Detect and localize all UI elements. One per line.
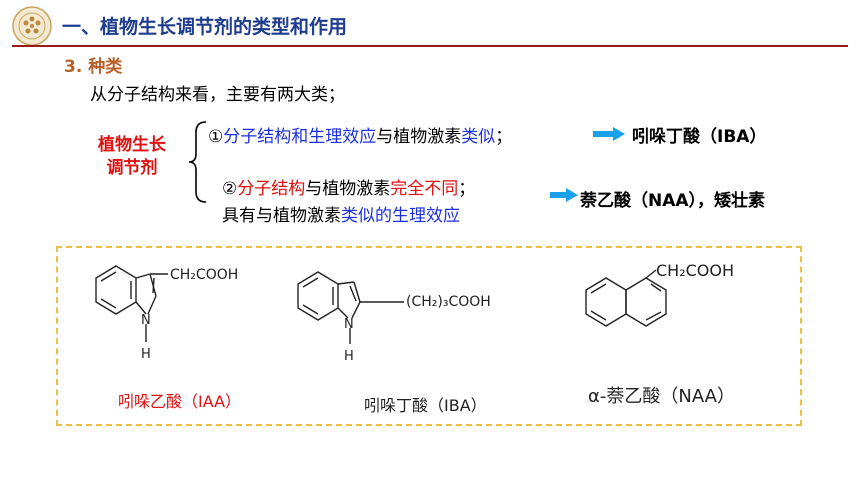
category-line2: 调节剂 (106, 158, 158, 178)
type2-line2-part2: 类似的生理效应 (341, 206, 460, 226)
type2-example: 萘乙酸（NAA），矮壮素 (580, 191, 766, 211)
type1-description: ①分子结构和生理效应与植物激素类似； (208, 122, 512, 147)
category-label: 植物生长 调节剂 (84, 134, 180, 180)
header-divider (12, 45, 848, 47)
emblem-logo (12, 6, 52, 46)
iaa-caption: 吲哚乙酸（IAA） (118, 392, 242, 411)
naa-substituent: CH₂COOH (656, 261, 734, 280)
iba-structure: (CH₂)₃COOH N H (297, 271, 491, 364)
type2-number: ② (222, 179, 238, 199)
naa-structure: CH₂COOH (585, 261, 734, 327)
section-title: 3. 种类 (64, 57, 123, 77)
type1-part2: 与植物激素 (376, 127, 462, 147)
category-line1: 植物生长 (98, 135, 166, 155)
iaa-nitrogen: N (141, 313, 151, 328)
page-title: 一、植物生长调节剂的类型和作用 (62, 16, 348, 38)
type2-description-line2: 具有与植物激素类似的生理效应 (222, 201, 460, 226)
iaa-substituent: CH₂COOH (170, 267, 238, 283)
type1-part4: ； (495, 127, 513, 147)
iba-caption: 吲哚丁酸（IBA） (364, 396, 487, 415)
type1-part3: 类似 (461, 127, 496, 147)
type2-part3: 完全不同 (390, 179, 459, 199)
intro-text: 从分子结构来看，主要有两大类； (90, 85, 345, 105)
iba-hydrogen: H (344, 349, 354, 364)
type1-number: ① (208, 127, 224, 147)
type1-example: 吲哚丁酸（IBA） (632, 127, 767, 147)
iba-substituent: (CH₂)₃COOH (406, 294, 491, 310)
type2-part2: 与植物激素 (305, 179, 391, 199)
right-arrow-icon (593, 127, 625, 141)
type1-part1: 分子结构和生理效应 (223, 127, 377, 147)
type2-line2-part1: 具有与植物激素 (222, 206, 341, 226)
iaa-hydrogen: H (141, 347, 151, 362)
right-arrow-icon (550, 188, 578, 202)
iba-nitrogen: N (344, 317, 354, 332)
type2-description: ②分子结构与植物激素完全不同； (222, 174, 475, 199)
naa-caption: α-萘乙酸（NAA） (588, 386, 735, 407)
type2-part4: ； (458, 179, 476, 199)
structures-panel (56, 246, 802, 426)
type2-part1: 分子结构 (237, 179, 306, 199)
iaa-structure: CH₂COOH N H (95, 265, 238, 362)
left-brace (188, 121, 207, 203)
